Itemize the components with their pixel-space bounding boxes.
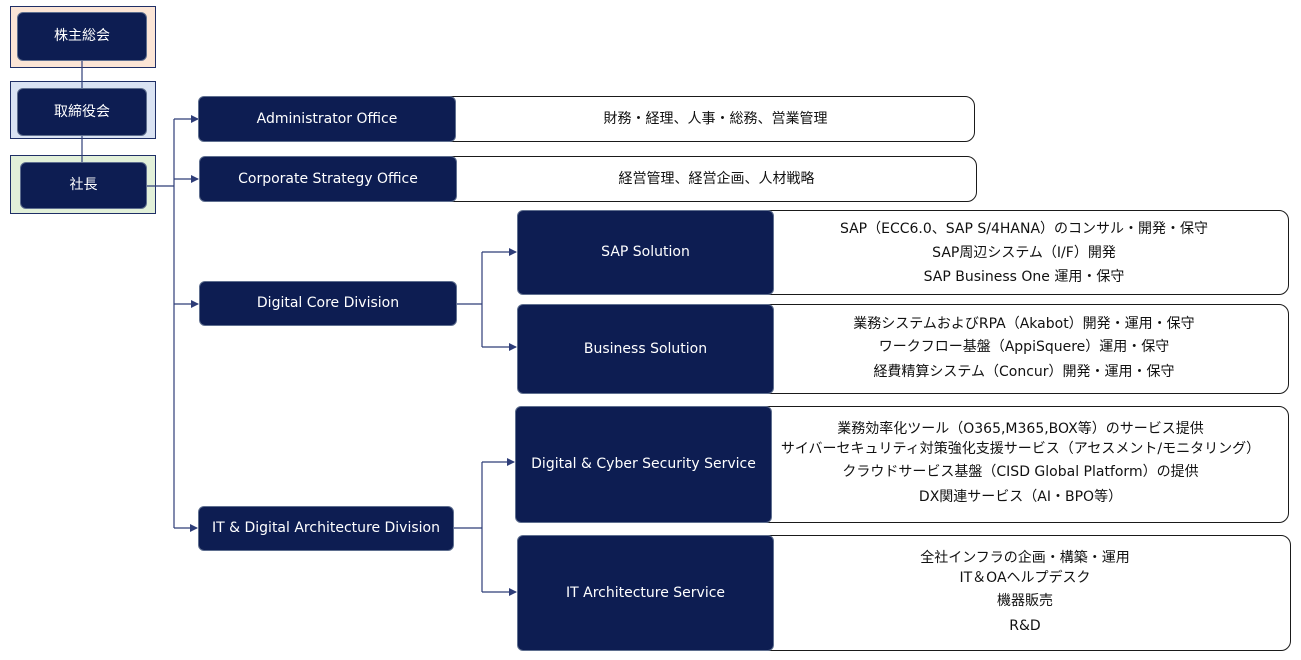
digital-cyber-security-box: Digital & Cyber Security Service [515,406,772,523]
desc-line: 全社インフラの企画・構築・運用 [920,550,1130,566]
it-architecture-service-desc: 全社インフラの企画・構築・運用 IT＆OAヘルプデスク 機器販売 R&D [755,535,1291,651]
shareholders-meeting-box: 株主総会 [17,12,147,61]
desc-line: SAP（ECC6.0、SAP S/4HANA）のコンサル・開発・保守 [839,220,1209,237]
administrator-office-desc: 財務・経理、人事・総務、営業管理 [440,96,975,142]
desc-line: 業務効率化ツール（O365,M365,BOX等）のサービス提供 [837,421,1204,437]
desc-line: SAP Business One 運用・保守 [923,268,1125,285]
desc-line: SAP周辺システム（I/F）開発 [932,244,1116,261]
desc-line: 財務・経理、人事・総務、営業管理 [603,110,828,127]
business-solution-box: Business Solution [517,304,774,394]
desc-line: サイバーセキュリティ対策強化支援サービス（アセスメント/モニタリング） [780,441,1261,457]
it-architecture-service-box: IT Architecture Service [517,535,774,651]
desc-line: 経営管理、経営企画、人材戦略 [618,170,815,187]
desc-line: IT＆OAヘルプデスク [959,570,1091,586]
desc-line: 機器販売 [997,593,1053,609]
digital-cyber-security-desc: 業務効率化ツール（O365,M365,BOX等）のサービス提供 サイバーセキュリ… [752,406,1289,523]
corporate-strategy-office-desc: 経営管理、経営企画、人材戦略 [440,156,977,202]
sap-solution-desc: SAP（ECC6.0、SAP S/4HANA）のコンサル・開発・保守 SAP周辺… [755,210,1289,295]
desc-line: 業務システムおよびRPA（Akabot）開発・運用・保守 [853,316,1195,332]
it-digital-architecture-division-box: IT & Digital Architecture Division [198,506,454,551]
desc-line: R&D [1009,618,1041,634]
corporate-strategy-office-box: Corporate Strategy Office [199,156,457,202]
desc-line: ワークフロー基盤（AppiSquere）運用・保守 [878,339,1170,355]
desc-line: DX関連サービス（AI・BPO等） [918,489,1123,505]
digital-core-division-box: Digital Core Division [199,281,457,326]
desc-line: 経費精算システム（Concur）開発・運用・保守 [873,364,1175,380]
business-solution-desc: 業務システムおよびRPA（Akabot）開発・運用・保守 ワークフロー基盤（Ap… [755,304,1289,394]
board-of-directors-box: 取締役会 [17,88,147,136]
president-box: 社長 [20,162,147,209]
sap-solution-box: SAP Solution [517,210,774,295]
administrator-office-box: Administrator Office [198,96,456,142]
desc-line: クラウドサービス基盤（CISD Global Platform）の提供 [842,464,1199,480]
